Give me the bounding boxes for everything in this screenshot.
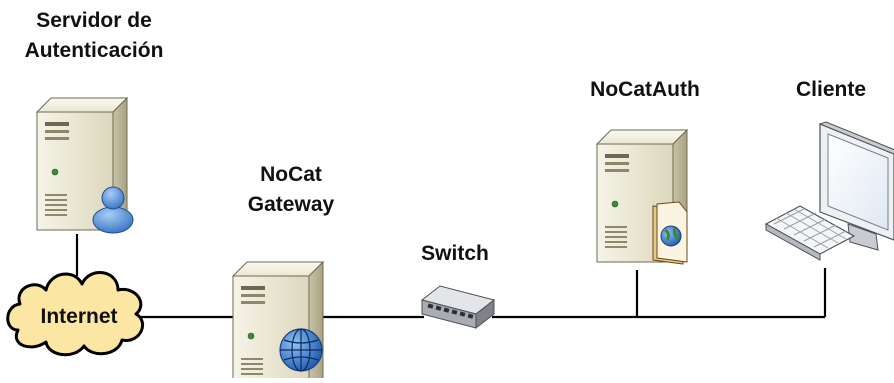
client-label: Cliente [796, 78, 867, 101]
server-with-globe-icon [232, 261, 324, 383]
globe-icon [279, 328, 323, 372]
auth-server-label-line1: Servidor de [36, 9, 152, 32]
server-with-document-icon [596, 129, 688, 265]
gateway-label-line2: Gateway [247, 193, 335, 216]
switch-label: Switch [421, 242, 489, 265]
gateway-label: NoCat Gateway [236, 160, 346, 220]
auth-server-label: Servidor de Autenticación [0, 6, 188, 66]
cloud-icon [6, 271, 144, 357]
internet-label: Internet [40, 305, 118, 328]
connection-lines [75, 234, 827, 319]
auth-server-label-line2: Autenticación [24, 39, 164, 62]
user-icon [92, 186, 134, 234]
nocatauth-label: NoCatAuth [590, 78, 700, 101]
gateway-label-line1: NoCat [260, 163, 322, 186]
desktop-computer-icon [764, 121, 894, 261]
network-switch-icon [420, 285, 496, 330]
document-icon [652, 201, 688, 265]
server-with-user-icon [36, 97, 134, 234]
